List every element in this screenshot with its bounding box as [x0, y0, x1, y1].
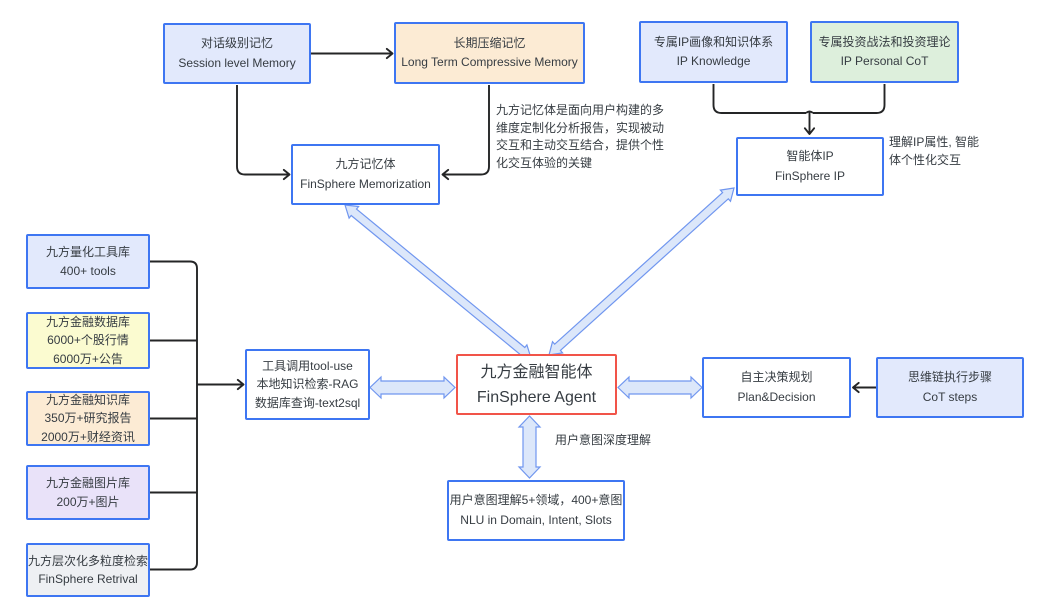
block-arrow-finsphereip-agent [548, 187, 735, 356]
note-ip-description: 理解IP属性, 智能 体个性化交互 [889, 135, 980, 167]
connector-merge-to-finsphereip [806, 112, 813, 135]
note-memorization-description: 九方记忆体是面向用户构建的多 维度定制化分析报告，实现被动 交互和主动交互结合，… [496, 103, 665, 170]
note-intent-description: 用户意图深度理解 [555, 433, 652, 447]
node-tool-use: 工具调用tool-use 本地知识检索-RAG 数据库查询-text2sql [245, 349, 370, 420]
node-cot-steps: 思维链执行步骤 CoT steps [876, 357, 1024, 418]
connector-session-to-memorization [236, 85, 291, 181]
connector-longterm-to-memorization [441, 85, 490, 181]
node-ip-knowledge: 专属IP画像和知识体系 IP Knowledge [639, 21, 788, 83]
block-arrow-agent-plan [617, 375, 703, 400]
block-arrow-agent-nlu [517, 415, 542, 479]
node-long-term-compressive-memory: 长期压缩记忆 Long Term Compressive Memory [394, 22, 585, 84]
node-nlu-intent: 用户意图理解5+领域，400+意图 NLU in Domain, Intent,… [447, 480, 625, 541]
connector-ipcot-down [813, 84, 886, 114]
node-ip-personal-cot: 专属投资战法和投资理论 IP Personal CoT [810, 21, 959, 83]
node-plan-decision: 自主决策规划 Plan&Decision [702, 357, 851, 418]
node-finsphere-memorization: 九方记忆体 FinSphere Memorization [291, 144, 440, 205]
node-finsphere-retrieval: 九方层次化多粒度检索 FinSphere Retrival [26, 543, 150, 597]
connector-left-trunk [150, 260, 198, 571]
node-picture-library: 九方金融图片库 200万+图片 [26, 465, 150, 520]
connector-ipknowledge-down [712, 84, 806, 114]
node-knowledge-base: 九方金融知识库 350万+研究报告 2000万+财经资讯 [26, 391, 150, 446]
block-arrow-memorization-agent [344, 204, 532, 359]
block-arrow-tooluse-agent [369, 375, 456, 400]
node-quant-tools: 九方量化工具库 400+ tools [26, 234, 150, 289]
node-finsphere-agent: 九方金融智能体 FinSphere Agent [456, 354, 617, 415]
node-session-level-memory: 对话级别记忆 Session level Memory [163, 23, 311, 84]
node-finance-database: 九方金融数据库 6000+个股行情 6000万+公告 [26, 312, 150, 369]
node-finsphere-ip: 智能体IP FinSphere IP [736, 137, 884, 196]
